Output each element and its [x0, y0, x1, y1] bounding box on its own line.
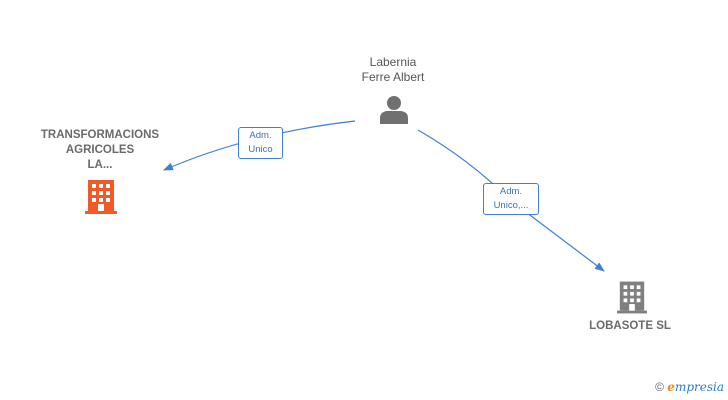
company-lobasote-label[interactable]: LOBASOTE SL	[572, 319, 688, 334]
edge-2-role-line1: Adm.	[499, 186, 523, 197]
company-transformacions-label[interactable]: TRANSFORMACIONS AGRICOLES LA...	[22, 128, 178, 173]
edge-label-role[interactable]: Adm. Unico	[238, 127, 283, 159]
building-icon[interactable]	[617, 281, 647, 314]
brand-e: e	[667, 380, 675, 394]
edge-2-role-line2: Unico,...	[493, 200, 529, 211]
company-2-line1: LOBASOTE SL	[589, 320, 671, 332]
edge-1-role-line1: Adm.	[249, 130, 272, 141]
person-name-line1: Labernia	[369, 55, 417, 69]
company-1-line3: LA...	[87, 159, 113, 171]
edge-label-role[interactable]: Adm. Unico,...	[483, 183, 539, 215]
person-name-line2: Ferre Albert	[361, 70, 425, 84]
empresia-watermark: © empresia	[655, 380, 724, 394]
copyright-symbol: ©	[655, 380, 664, 394]
brand-rest: mpresia	[674, 380, 724, 394]
empresia-logo: empresia	[667, 380, 724, 394]
building-icon[interactable]	[85, 180, 117, 214]
person-name[interactable]: Labernia Ferre Albert	[330, 55, 456, 85]
company-1-line2: AGRICOLES	[65, 144, 135, 156]
person-icon[interactable]	[379, 94, 409, 124]
edge-1-role-line2: Unico	[248, 144, 273, 155]
company-1-line1: TRANSFORMACIONS	[40, 129, 160, 141]
